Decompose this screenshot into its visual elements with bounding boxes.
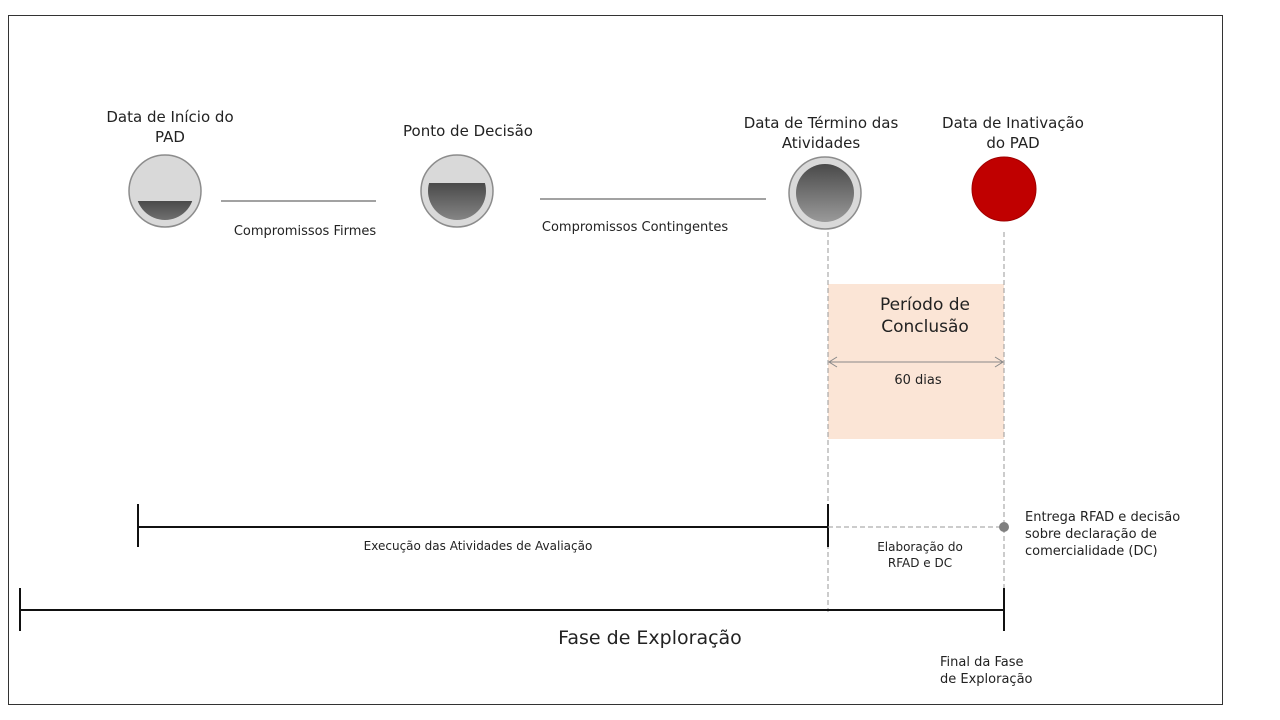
- diagram-frame: [8, 15, 1223, 705]
- elaboration-label: Elaboração do RFAD e DC: [877, 540, 963, 570]
- execution-bar: [137, 504, 829, 547]
- inactivation-label: Data de Inativação do PAD: [942, 114, 1084, 152]
- phase-label: Fase de Exploração: [558, 627, 742, 649]
- milestone-end-icon: [788, 156, 862, 230]
- phase-end-label: Final da Fase de Exploração: [940, 655, 1033, 687]
- end-activities-label: Data de Término das Atividades: [743, 114, 899, 152]
- milestone-start-icon: [128, 154, 202, 228]
- execution-label: Execução das Atividades de Avaliação: [363, 539, 593, 553]
- delivery-label: Entrega RFAD e decisão sobre declaração …: [1025, 510, 1181, 559]
- conclusion-period-title: Período de Conclusão: [879, 295, 971, 338]
- contingent-commitments-label: Compromissos Contingentes: [541, 220, 729, 235]
- milestone-decision-icon: [420, 154, 494, 228]
- phase-bar: [19, 588, 1005, 631]
- duration-label: 60 dias: [894, 373, 942, 388]
- delivery-dot: [999, 522, 1009, 532]
- duration-arrow: [828, 356, 1004, 368]
- start-label: Data de Início do PAD: [106, 108, 234, 146]
- decision-label: Ponto de Decisão: [403, 122, 533, 140]
- firm-commitments-label: Compromissos Firmes: [233, 224, 377, 239]
- milestone-inactivation-icon: [971, 156, 1037, 222]
